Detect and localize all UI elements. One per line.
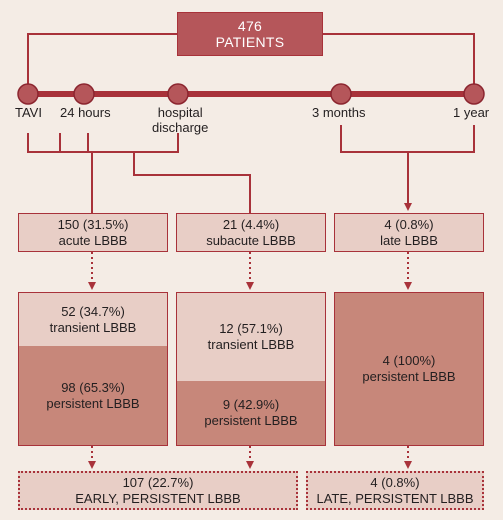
acute-lbbb-box: 150 (31.5%) acute LBBB: [18, 213, 168, 252]
timeline-dot-24h: [73, 83, 95, 105]
timeline-label-24h: 24 hours: [60, 105, 111, 120]
late-summary-count: 4 (0.8%): [370, 474, 420, 490]
timeline-label-1year: 1 year: [453, 105, 490, 120]
late-persistent-count: 4 (100%): [382, 353, 436, 368]
acute-label: acute LBBB: [58, 232, 128, 248]
timeline-dot-3months: [330, 83, 352, 105]
patients-bracket: [27, 33, 177, 94]
acute-count: 150 (31.5%): [57, 216, 129, 232]
patients-label: PATIENTS: [215, 34, 285, 50]
timeline-label-tavi: TAVI: [15, 105, 42, 120]
acute-persistent-cell: 98 (65.3%) persistent LBBB: [19, 346, 167, 445]
acute-persistent-count: 98 (65.3%): [61, 379, 125, 395]
patients-bracket-right: [323, 33, 475, 94]
acute-transient-label: transient LBBB: [49, 319, 137, 335]
timeline-dot-1year: [463, 83, 485, 105]
acute-bracket-right: [59, 133, 93, 213]
early-summary-count: 107 (22.7%): [122, 474, 194, 490]
subacute-bracket-right: [133, 133, 251, 213]
subacute-persistent-label: persistent LBBB: [204, 413, 298, 428]
subacute-transient-count: 12 (57.1%): [219, 321, 283, 336]
late-lbbb-box: 4 (0.8%) late LBBB: [334, 213, 484, 252]
subacute-outcome-stack: 12 (57.1%) transient LBBB 9 (42.9%) pers…: [176, 292, 326, 446]
early-summary-label: EARLY, PERSISTENT LBBB: [75, 490, 241, 506]
late-label: late LBBB: [380, 232, 438, 248]
acute-outcome-stack: 52 (34.7%) transient LBBB 98 (65.3%) per…: [18, 292, 168, 446]
late-persistent-summary: 4 (0.8%) LATE, PERSISTENT LBBB: [306, 471, 484, 510]
subacute-transient-label: transient LBBB: [207, 337, 295, 352]
late-bracket: [340, 125, 475, 153]
timeline-label-discharge: hospital discharge: [152, 105, 208, 135]
subacute-label: subacute LBBB: [206, 232, 296, 248]
patients-count: 476: [237, 18, 263, 34]
acute-bracket: [27, 133, 60, 153]
subacute-lbbb-box: 21 (4.4%) subacute LBBB: [176, 213, 326, 252]
acute-transient-cell: 52 (34.7%) transient LBBB: [19, 293, 167, 346]
late-count: 4 (0.8%): [384, 216, 434, 232]
acute-transient-count: 52 (34.7%): [61, 303, 125, 319]
subacute-persistent-count: 9 (42.9%): [222, 397, 280, 412]
timeline-dot-discharge: [167, 83, 189, 105]
early-persistent-summary: 107 (22.7%) EARLY, PERSISTENT LBBB: [18, 471, 298, 510]
subacute-persistent-cell: 9 (42.9%) persistent LBBB: [177, 381, 325, 445]
late-summary-label: LATE, PERSISTENT LBBB: [316, 490, 474, 506]
subacute-transient-cell: 12 (57.1%) transient LBBB: [177, 293, 325, 381]
timeline-label-3months: 3 months: [312, 105, 366, 120]
subacute-count: 21 (4.4%): [222, 216, 280, 232]
acute-persistent-label: persistent LBBB: [46, 395, 140, 411]
discharge-line2: discharge: [152, 120, 209, 135]
subacute-bracket: [87, 133, 134, 153]
discharge-line1: hospital: [157, 105, 203, 120]
patients-box: 476 PATIENTS: [177, 12, 323, 56]
timeline-dot-tavi: [17, 83, 39, 105]
late-persistent-box: 4 (100%) persistent LBBB: [334, 292, 484, 446]
late-persistent-label: persistent LBBB: [362, 369, 456, 384]
